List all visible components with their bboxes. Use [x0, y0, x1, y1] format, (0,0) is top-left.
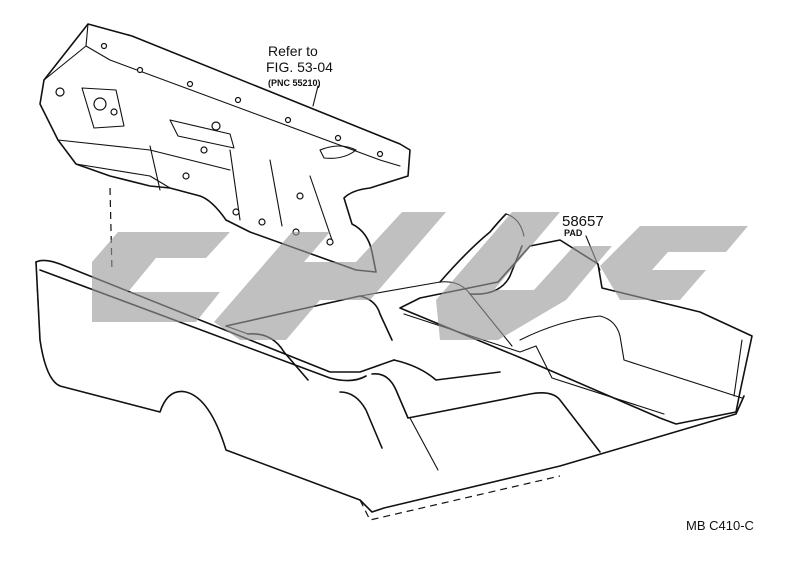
refer-leader-line: [312, 85, 319, 107]
fig-reference-label: FIG. 53-04: [266, 59, 333, 75]
part-number-label: 58657: [562, 213, 604, 230]
cowl-dash-panel: [39, 23, 411, 273]
figure-code-label: MB C410-C: [686, 518, 754, 533]
refer-to-label: Refer to: [268, 43, 318, 59]
part-name-label: PAD: [564, 228, 583, 238]
pnc-reference-label: (PNC 55210): [268, 78, 321, 88]
watermark-logo: [92, 212, 748, 340]
